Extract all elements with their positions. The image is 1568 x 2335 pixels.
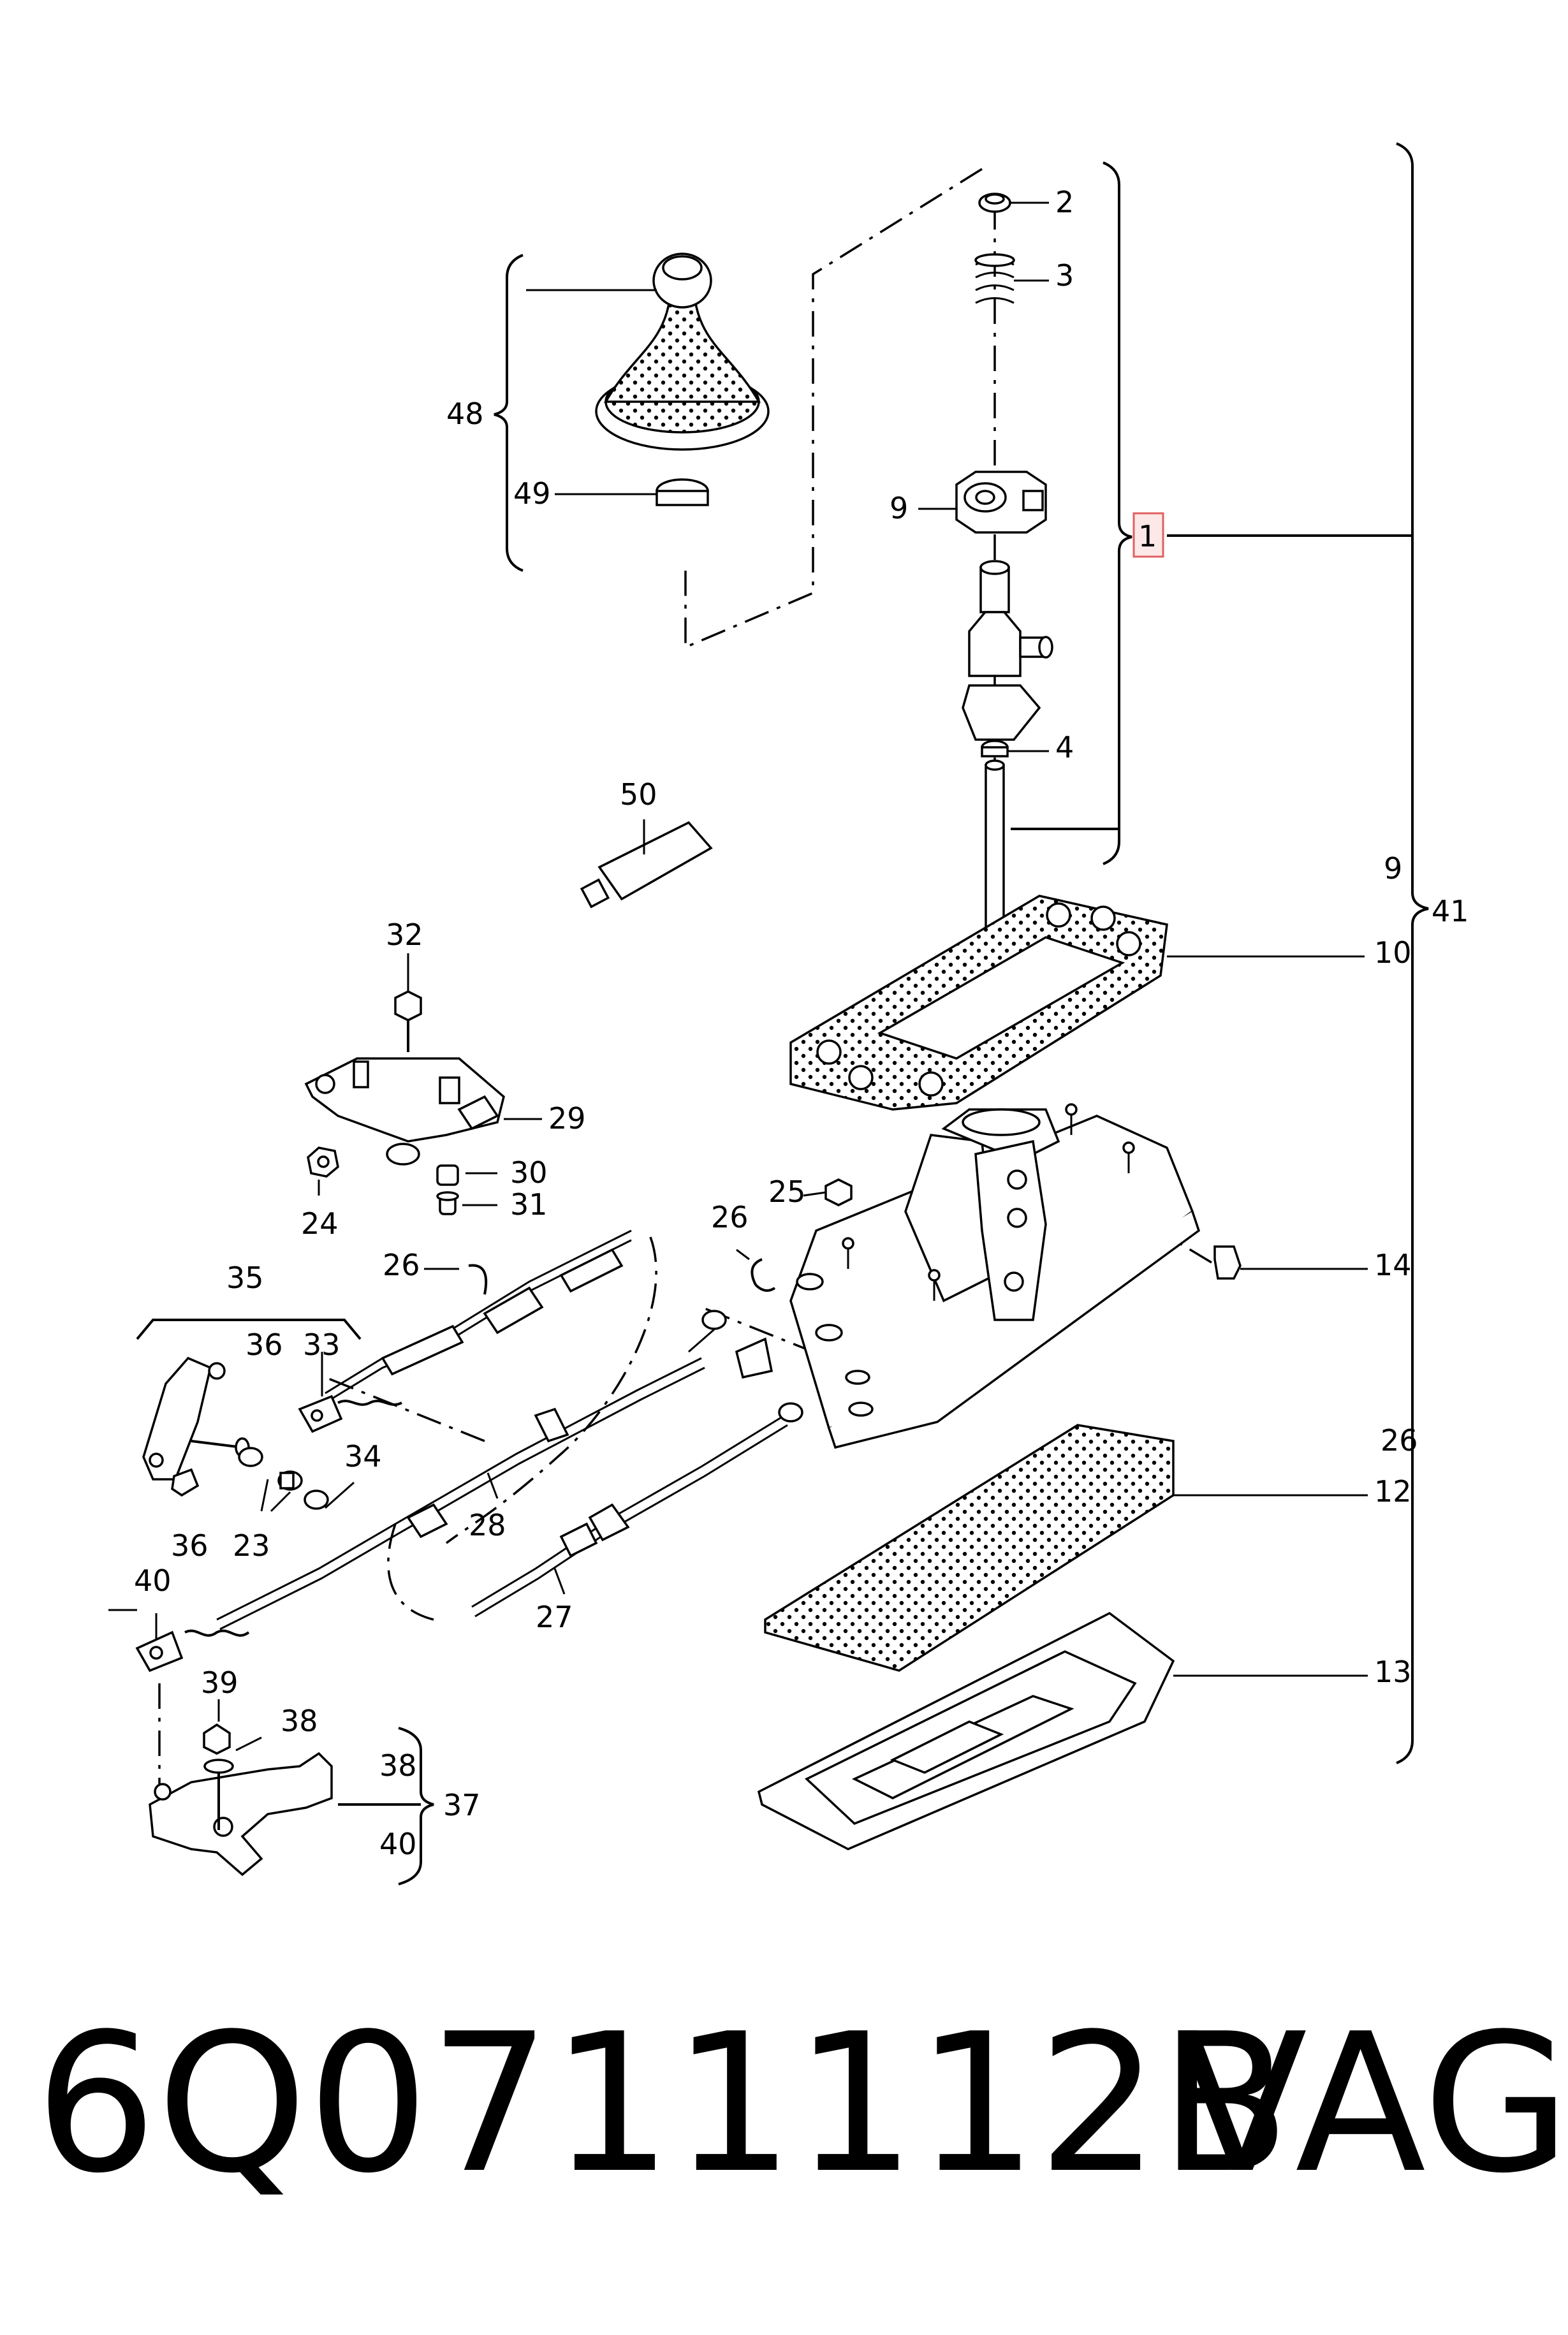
bracket-48-49	[494, 254, 524, 572]
spring-3	[974, 253, 1015, 304]
callout-35: 35	[226, 1261, 264, 1295]
relay-lever-35	[142, 1356, 250, 1481]
callout-24: 24	[301, 1206, 339, 1241]
callout-32: 32	[386, 918, 423, 952]
shift-lever-head	[962, 560, 1053, 741]
callout-37: 37	[443, 1788, 481, 1822]
callout-40-bracket: 40	[379, 1827, 417, 1861]
callout-30: 30	[510, 1155, 548, 1190]
callout-9-selector: 9	[890, 491, 908, 525]
callout-36-bottom: 36	[171, 1528, 209, 1563]
callout-27: 27	[536, 1600, 573, 1634]
callout-4: 4	[1055, 730, 1074, 765]
callout-34: 34	[344, 1439, 382, 1474]
callout-13: 13	[1374, 1655, 1412, 1689]
callout-41: 41	[1432, 894, 1469, 928]
footer-caption: 6Q0711112B VAG	[35, 1983, 1568, 2225]
callout-14: 14	[1374, 1248, 1412, 1282]
cover-frame-13	[757, 1611, 1175, 1850]
retaining-clip-26-right	[751, 1258, 776, 1292]
callout-12: 12	[1374, 1474, 1412, 1509]
grommet-30-31	[386, 1143, 459, 1215]
washer-2	[978, 193, 1011, 213]
callout-28: 28	[469, 1508, 506, 1542]
brand-name: VAG	[1176, 1993, 1568, 2215]
callout-labels: 1 2 3 4 9 9 10 12 13 14 41 26 25 26 48 4…	[134, 185, 1469, 1861]
bracket-41	[1167, 142, 1429, 1764]
bracket-1	[1011, 161, 1132, 865]
retaining-clip-26-left	[468, 1264, 488, 1295]
bracket-35	[136, 1319, 362, 1340]
callout-1-highlight	[1132, 512, 1164, 558]
callout-36-top: 36	[245, 1328, 283, 1362]
callout-50: 50	[620, 777, 657, 812]
callout-38-top: 38	[281, 1704, 318, 1738]
callout-49: 49	[513, 476, 551, 511]
gasket-10	[789, 895, 1168, 1111]
leader-lines	[108, 201, 1368, 1752]
callout-33: 33	[303, 1328, 341, 1362]
callout-9-right: 9	[1384, 851, 1402, 886]
callout-48: 48	[446, 397, 484, 431]
selector-mechanism-9	[955, 471, 1047, 534]
gear-knob-boot	[595, 253, 770, 451]
cable-bracket-29	[304, 1057, 505, 1143]
select-cable-27	[471, 1402, 803, 1618]
callout-38-bracket: 38	[379, 1748, 417, 1783]
bolt-32	[394, 990, 422, 1052]
nut-24	[307, 1146, 339, 1178]
callout-26-mid: 26	[711, 1200, 749, 1234]
clamp-ring-49	[656, 478, 709, 506]
callout-1: 1	[1138, 519, 1157, 553]
callout-23: 23	[233, 1528, 270, 1563]
callout-29: 29	[548, 1101, 586, 1136]
callout-10: 10	[1374, 935, 1412, 970]
cable-end-33	[298, 1394, 402, 1433]
washer-4	[981, 740, 1009, 758]
cable-end-40	[135, 1629, 250, 1673]
exploded-view-drawing: 1 2 3 4 9 9 10 12 13 14 41 26 25 26 48 4…	[108, 142, 1469, 1885]
selector-housing	[735, 1103, 1201, 1449]
washer-34	[304, 1490, 329, 1510]
part-number: 6Q0711112B	[35, 1993, 1291, 2215]
shift-cable-28	[216, 1229, 727, 1630]
callout-31: 31	[510, 1187, 548, 1222]
bracket-37	[338, 1727, 434, 1885]
bush-36	[171, 1468, 200, 1497]
callout-26-right: 26	[1381, 1423, 1418, 1458]
callout-39: 39	[201, 1665, 238, 1700]
callout-40-top: 40	[134, 1563, 172, 1598]
grease-tube-50	[580, 821, 713, 909]
callout-2: 2	[1055, 185, 1074, 219]
nut-25	[824, 1178, 853, 1206]
nut-39-washer-38	[203, 1723, 234, 1830]
gear-lever-37	[149, 1752, 333, 1877]
callout-26-left: 26	[383, 1248, 420, 1282]
callout-25: 25	[768, 1175, 806, 1209]
callout-3: 3	[1055, 258, 1074, 293]
clip-14	[1213, 1245, 1242, 1280]
bush-23	[238, 1447, 303, 1491]
